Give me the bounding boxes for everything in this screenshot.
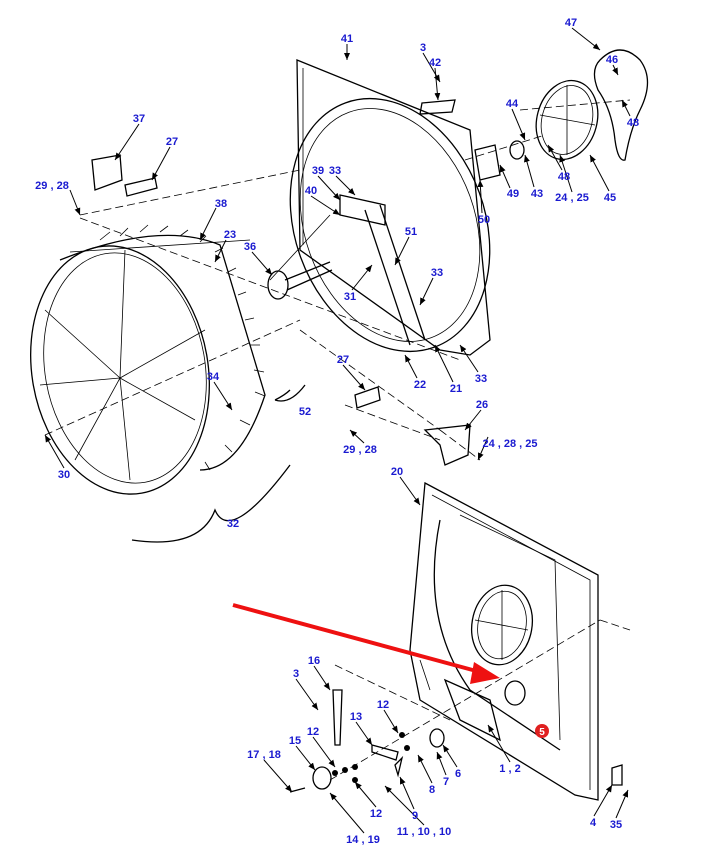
part-label: 44 (506, 98, 519, 110)
part-label: 8 (429, 784, 435, 796)
part-label: 33 (329, 165, 341, 177)
part-label: 7 (443, 776, 449, 788)
belt-47 (593, 49, 649, 161)
part-label: 14 , 19 (346, 834, 380, 846)
part-label: 23 (224, 229, 236, 241)
red-highlight-arrow (232, 603, 500, 684)
part-label: 40 (305, 185, 317, 197)
part-label: 41 (341, 33, 353, 45)
part-label: 42 (429, 57, 441, 69)
part-label: 26 (476, 399, 488, 411)
part-label: 24 , 28 , 25 (482, 438, 537, 450)
link-9 (394, 755, 404, 778)
part-label: 12 (377, 699, 389, 711)
part-label: 35 (610, 819, 622, 831)
part-label: 22 (414, 379, 426, 391)
part-label: 49 (507, 188, 519, 200)
bracket-27b (354, 386, 381, 409)
part-label: 39 (312, 165, 324, 177)
part-label: 27 (337, 354, 349, 366)
part-label: 4 (590, 817, 597, 829)
part-label: 24 , 25 (555, 192, 589, 204)
callout-5: 5 (535, 724, 549, 738)
part-label: 38 (215, 198, 227, 210)
rod-16 (332, 689, 343, 746)
part-label: 33 (431, 267, 443, 279)
pulley-15 (312, 766, 332, 790)
part-label: 31 (344, 291, 356, 303)
part-label: 48 (627, 117, 639, 129)
bracket-4 (611, 764, 623, 786)
part-labels: 41 3 42 47 46 48 44 48 43 49 50 24 , 25 … (35, 17, 639, 846)
part-label: 29 , 28 (343, 444, 377, 456)
bearing-plate-50 (474, 144, 501, 181)
plate-42 (419, 99, 456, 115)
part-label: 16 (308, 655, 320, 667)
part-label: 21 (450, 383, 462, 395)
part-label: 37 (133, 113, 145, 125)
part-label: 52 (299, 406, 311, 418)
bracket-26 (423, 424, 471, 466)
bearing-49 (509, 140, 525, 160)
part-label: 30 (58, 469, 70, 481)
part-label: 12 (370, 808, 382, 820)
part-label: 34 (207, 371, 220, 383)
part-label: 32 (227, 518, 239, 530)
pulley-45 (535, 79, 599, 161)
part-label: 46 (606, 54, 618, 66)
part-label: 48 (558, 171, 570, 183)
part-label: 11 , 10 , 10 (397, 826, 451, 838)
part-label: 13 (350, 711, 362, 723)
part-label: 12 (307, 726, 319, 738)
part-label: 3 (293, 668, 299, 680)
bracket-32 (131, 464, 291, 543)
part-label: 15 (289, 735, 301, 747)
fan-wheel (30, 224, 266, 495)
arm-13 (371, 744, 399, 761)
hub-36 (267, 261, 333, 300)
part-label: 3 (420, 42, 426, 54)
washer-6 (429, 728, 445, 748)
part-label: 1 , 2 (499, 763, 520, 775)
bracket-52 (274, 384, 306, 402)
part-label: 36 (244, 241, 256, 253)
part-label: 43 (531, 188, 543, 200)
part-label: 6 (455, 768, 461, 780)
part-label: 9 (412, 810, 418, 822)
part-label: 27 (166, 136, 178, 148)
bracket-27 (124, 177, 158, 197)
part-label: 50 (478, 214, 490, 226)
part-label: 45 (604, 192, 616, 204)
fan-housing-lower (409, 481, 599, 801)
fan-housing-upper (269, 59, 491, 356)
callout-5-label: 5 (539, 727, 545, 738)
part-label: 20 (391, 466, 403, 478)
part-label: 51 (405, 226, 417, 238)
part-label: 47 (565, 17, 577, 29)
part-label: 17 , 18 (247, 749, 281, 761)
leader-lines (44, 27, 631, 834)
part-label: 33 (475, 373, 487, 385)
part-label: 29 , 28 (35, 180, 69, 192)
guard-37 (91, 154, 123, 191)
bolt-17 (289, 787, 306, 793)
